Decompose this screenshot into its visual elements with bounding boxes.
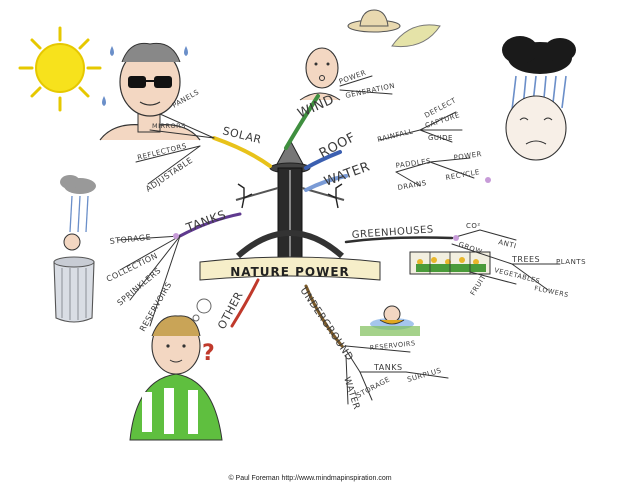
hat-icon: [347, 9, 401, 33]
leaf-icon: [391, 24, 441, 48]
branch-tanks: TANKS: [183, 207, 228, 235]
center-title: NATURE POWER: [230, 265, 350, 279]
underground-sub-tanks: TANKS: [373, 363, 403, 372]
greenhouses-sub-trees: TREES: [511, 255, 540, 264]
swimmer-icon: [360, 305, 420, 336]
sunglasses-man-icon: [99, 42, 201, 141]
greenhouses-sub-fruit: FRUIT: [469, 273, 488, 297]
roof-sub-rainfall: RAINFALL: [377, 127, 415, 144]
tower-icon: [235, 138, 345, 261]
solar-sub-adjustable: ADJUSTABLE: [144, 156, 194, 194]
greenhouse-icon: [409, 251, 491, 275]
branch-underground: UNDERGROUND: [298, 286, 355, 364]
roof-sub-guide: GUIDE: [428, 134, 453, 142]
crying-face-icon: [505, 95, 567, 161]
branch-water: WATER: [322, 159, 372, 189]
solar-sub-reflectors: REFLECTORS: [137, 142, 188, 162]
water-sub-drains: DRAINS: [397, 179, 427, 192]
branch-roof: ROOF: [317, 130, 358, 162]
credit-line: © Paul Foreman http://www.mindmapinspira…: [228, 474, 391, 482]
water-sub-recycle: RECYCLE: [445, 168, 481, 182]
solar-sub-mirrors: MIRRORS: [152, 122, 186, 130]
branch-lines: [117, 75, 561, 405]
underground-sub-surplus: SURPLUS: [406, 366, 442, 383]
wind-sub-generation: GENERATION: [345, 82, 396, 100]
tanks-sub-storage: STORAGE: [109, 233, 151, 246]
shower-person-icon: [53, 175, 96, 323]
thinking-man-icon: [129, 298, 223, 441]
wind-sub-power: POWER: [338, 69, 367, 86]
center-node: NATURE POWER: [199, 256, 381, 281]
underground-sub-storage: STORAGE: [355, 375, 391, 399]
sparkle-icon: [173, 177, 491, 241]
question-mark: ?: [202, 341, 215, 366]
greenhouses-sub-flowers: FLOWERS: [534, 284, 570, 299]
water-sub-power: POWER: [453, 150, 482, 162]
sun-icon: [18, 26, 102, 112]
greenhouses-sub-vegetables: VEGETABLES: [494, 266, 541, 285]
greenhouses-sub-plants: PLANTS: [556, 258, 586, 266]
greenhouses-sub-co2: CO²: [466, 222, 481, 230]
bald-man-icon: [299, 47, 341, 101]
water-sub-paddles: PADDLES: [395, 157, 431, 170]
